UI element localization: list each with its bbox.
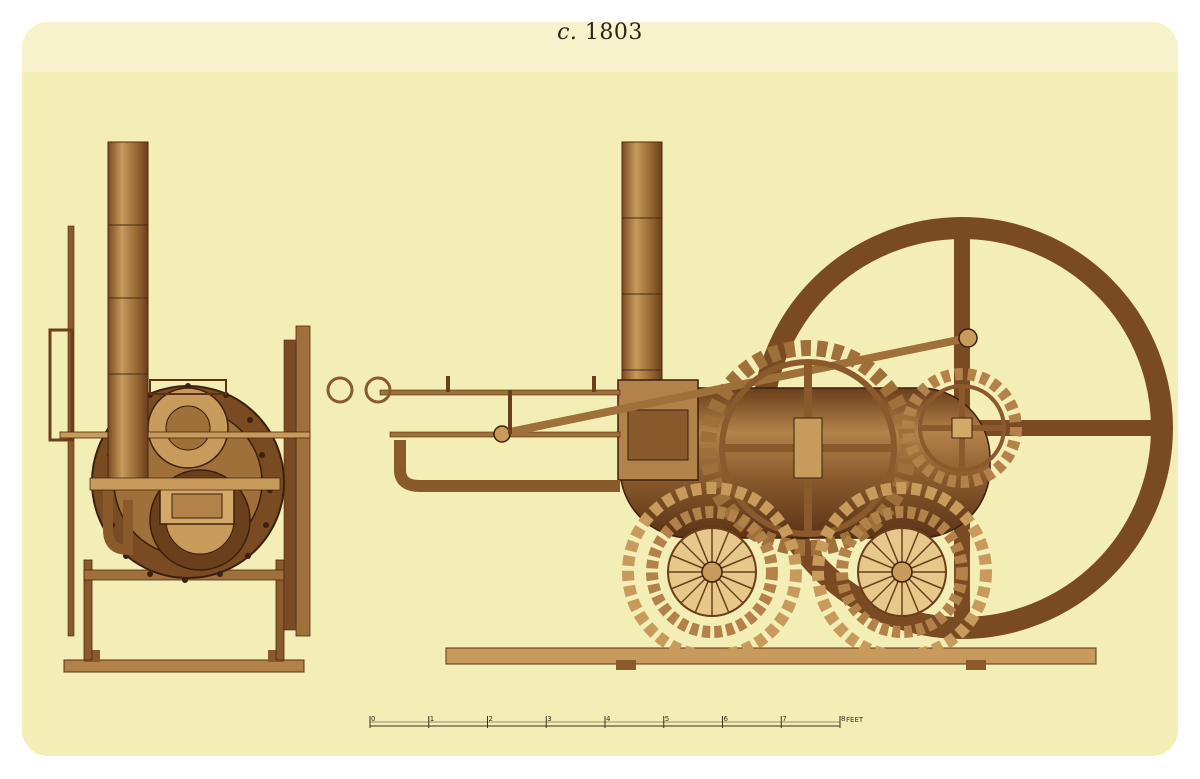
scale-tick-label: 3 — [547, 715, 551, 723]
scale-tick-label: 0 — [371, 715, 375, 723]
front-elevation — [48, 141, 311, 673]
date-year: 1803 — [584, 20, 643, 45]
scale-bar: 0 1 2 3 4 5 6 7 8 FEET — [369, 715, 864, 728]
scale-unit: FEET — [846, 716, 864, 724]
plate-title: c. 1803 — [0, 20, 1200, 45]
scale-tick-label: 8 — [841, 715, 845, 723]
title-band — [22, 22, 1178, 72]
scale-tick-label: 2 — [489, 715, 493, 723]
scale-tick-label: 4 — [606, 715, 611, 723]
scale-tick-label: 6 — [724, 715, 729, 723]
scale-tick-label: 7 — [782, 715, 786, 723]
scale-tick-label: 5 — [665, 715, 669, 723]
scale-tick-label: 1 — [430, 715, 434, 723]
side-elevation — [326, 141, 1173, 670]
date-prefix: c. — [557, 20, 578, 45]
